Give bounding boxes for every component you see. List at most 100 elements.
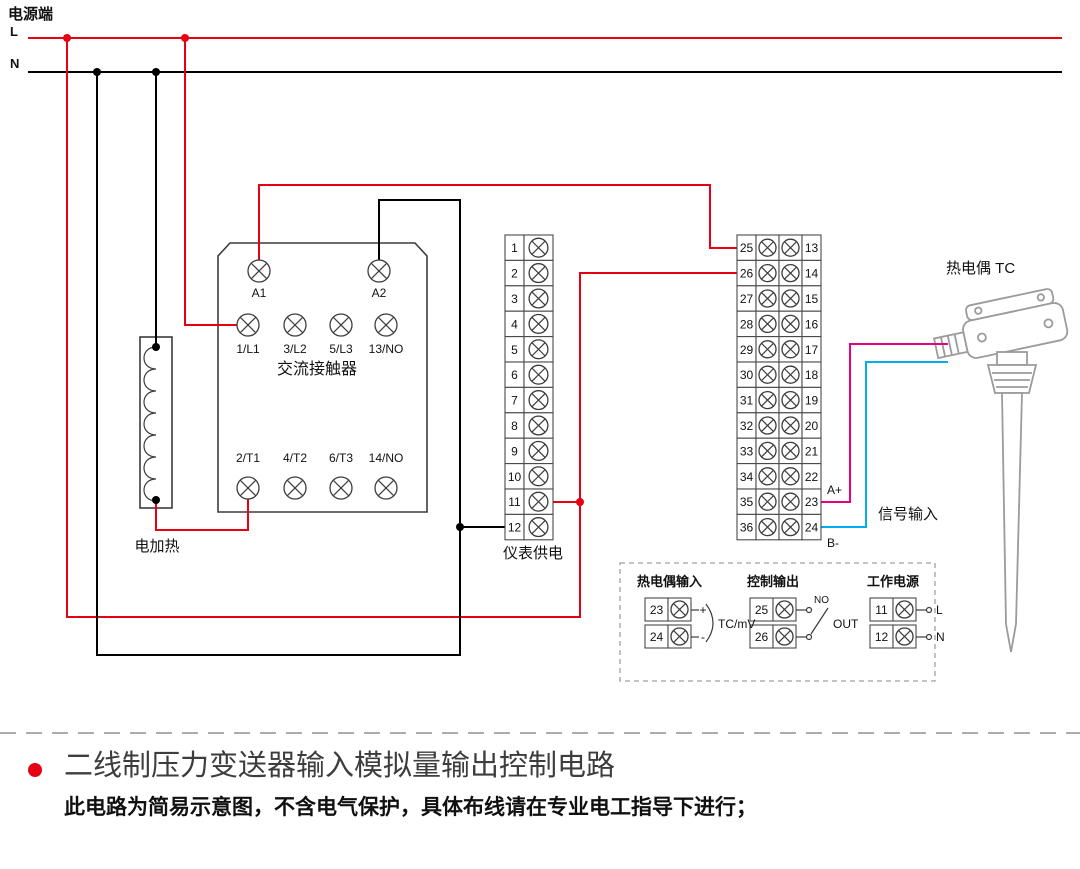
screw-terminal-icon — [781, 416, 800, 435]
screw-terminal-icon — [374, 313, 398, 337]
screw-terminal-icon — [329, 313, 353, 337]
inset-power-title: 工作电源 — [867, 574, 919, 589]
screw-terminal-icon — [528, 440, 549, 461]
junction-dot — [63, 34, 71, 42]
labels: 电源端 L N 交流接触器 电加热 仪表供电 A+ B- 信号输入 热电偶 TC… — [8, 5, 1015, 644]
screw-terminal-icon — [775, 600, 794, 619]
heater-label: 电加热 — [134, 538, 179, 555]
caption-block: 二线制压力变送器输入模拟量输出控制电路 此电路为简易示意图，不含电气保护，具体布… — [28, 748, 1044, 822]
terminal-label: 7 — [511, 394, 518, 408]
junction-dots — [63, 34, 584, 531]
junction-dot — [152, 496, 160, 504]
a-plus-label: A+ — [827, 483, 842, 497]
terminal-label: 11 — [875, 603, 888, 617]
screw-terminal-icon — [283, 476, 307, 500]
terminal-label: 4/T2 — [283, 451, 307, 465]
terminal-label: 8 — [511, 419, 518, 433]
wire-live-feed — [66, 38, 737, 618]
terminal-label: 21 — [805, 444, 819, 458]
terminal-label: 30 — [740, 368, 754, 382]
screw-terminal-icon — [247, 259, 271, 283]
terminal-label: 31 — [740, 394, 754, 408]
screw-terminal-icon — [528, 517, 549, 538]
terminal-label: 1 — [511, 241, 518, 255]
terminal-label: 12 — [875, 630, 889, 644]
terminal-label: 2/T1 — [236, 451, 260, 465]
screw-terminal-icon — [758, 289, 777, 308]
terminal-label: A2 — [372, 286, 387, 300]
relay-contact-point — [805, 606, 813, 614]
signal-input-label: 信号输入 — [878, 506, 938, 523]
terminal-label: 4 — [511, 317, 518, 331]
terminal-label: 23 — [805, 495, 819, 509]
screw-terminal-icon — [758, 441, 777, 461]
screw-terminal-icon — [758, 517, 777, 537]
terminal-label: 18 — [805, 368, 819, 382]
power-l-label: L — [936, 603, 943, 617]
terminal-label: 5 — [511, 343, 518, 357]
power-point-l — [925, 606, 933, 614]
junction-dot — [576, 498, 584, 506]
terminal-label: 10 — [508, 470, 522, 484]
power-point-n — [925, 633, 933, 641]
inset-box — [619, 562, 936, 682]
screw-terminal-icon — [283, 313, 307, 337]
terminal-label: 25 — [755, 603, 769, 617]
terminal-label: 27 — [740, 292, 754, 306]
screw-terminal-icon — [781, 492, 800, 511]
meter-supply-label: 仪表供电 — [503, 545, 563, 562]
terminal-label: 19 — [805, 394, 819, 408]
screw-terminal-icon — [367, 259, 391, 283]
terminal-label: 5/L3 — [329, 342, 353, 356]
terminal-label: 2 — [511, 267, 518, 281]
terminal-label: 15 — [805, 292, 819, 306]
screw-terminal-icon — [528, 339, 549, 360]
wire-heater-return — [155, 499, 249, 531]
screw-terminal-icon — [528, 313, 549, 334]
wires — [28, 37, 1062, 656]
screw-terminal-icon — [528, 415, 549, 436]
screw-terminal-icon — [781, 390, 800, 410]
junction-dot — [152, 343, 160, 351]
screw-terminal-icon — [528, 237, 549, 258]
wire-live-to-contactor — [184, 38, 237, 326]
screw-terminal-icon — [758, 390, 777, 410]
relay-out-label: OUT — [833, 617, 859, 631]
screw-terminal-icon — [781, 467, 800, 486]
device-art — [0, 242, 1080, 734]
screw-terminal-icon — [775, 627, 794, 646]
thermocouple-label: 热电偶 TC — [946, 260, 1015, 277]
screw-terminal-icon — [895, 627, 914, 646]
terminal-label: 12 — [508, 521, 522, 535]
screw-terminal-icon — [781, 441, 800, 461]
relay-no-label: NO — [814, 595, 829, 606]
terminal-label: 26 — [740, 267, 754, 281]
contactor-box — [217, 242, 428, 513]
terminal-label: 34 — [740, 470, 754, 484]
terminal-label: 17 — [805, 343, 819, 357]
terminal-label: 14/NO — [369, 451, 404, 465]
inset-tc-input-title: 热电偶输入 — [637, 574, 702, 589]
heater-coil-icon — [143, 346, 157, 502]
screw-terminal-icon — [670, 627, 689, 646]
terminal-label: 29 — [740, 343, 754, 357]
terminal-label: 35 — [740, 495, 754, 509]
terminal-label: 11 — [508, 495, 521, 509]
screw-terminal-icon — [781, 340, 800, 359]
tc-range-label: TC/mV — [718, 617, 755, 631]
junction-dot — [181, 34, 189, 42]
power-terminal-label: 电源端 — [8, 5, 53, 23]
terminal-label: 13/NO — [369, 342, 404, 356]
screw-terminal-icon — [758, 467, 777, 486]
wire-signal-a-plus — [821, 343, 948, 503]
neutral-line-label: N — [10, 56, 19, 71]
screw-terminal-icon — [781, 314, 800, 334]
screw-terminal-icon — [528, 491, 549, 512]
caption-title: 二线制压力变送器输入模拟量输出控制电路 — [64, 750, 616, 782]
terminal-label: 6/T3 — [329, 451, 353, 465]
terminal-label: 33 — [740, 444, 754, 458]
screw-terminal-icon — [781, 263, 800, 283]
